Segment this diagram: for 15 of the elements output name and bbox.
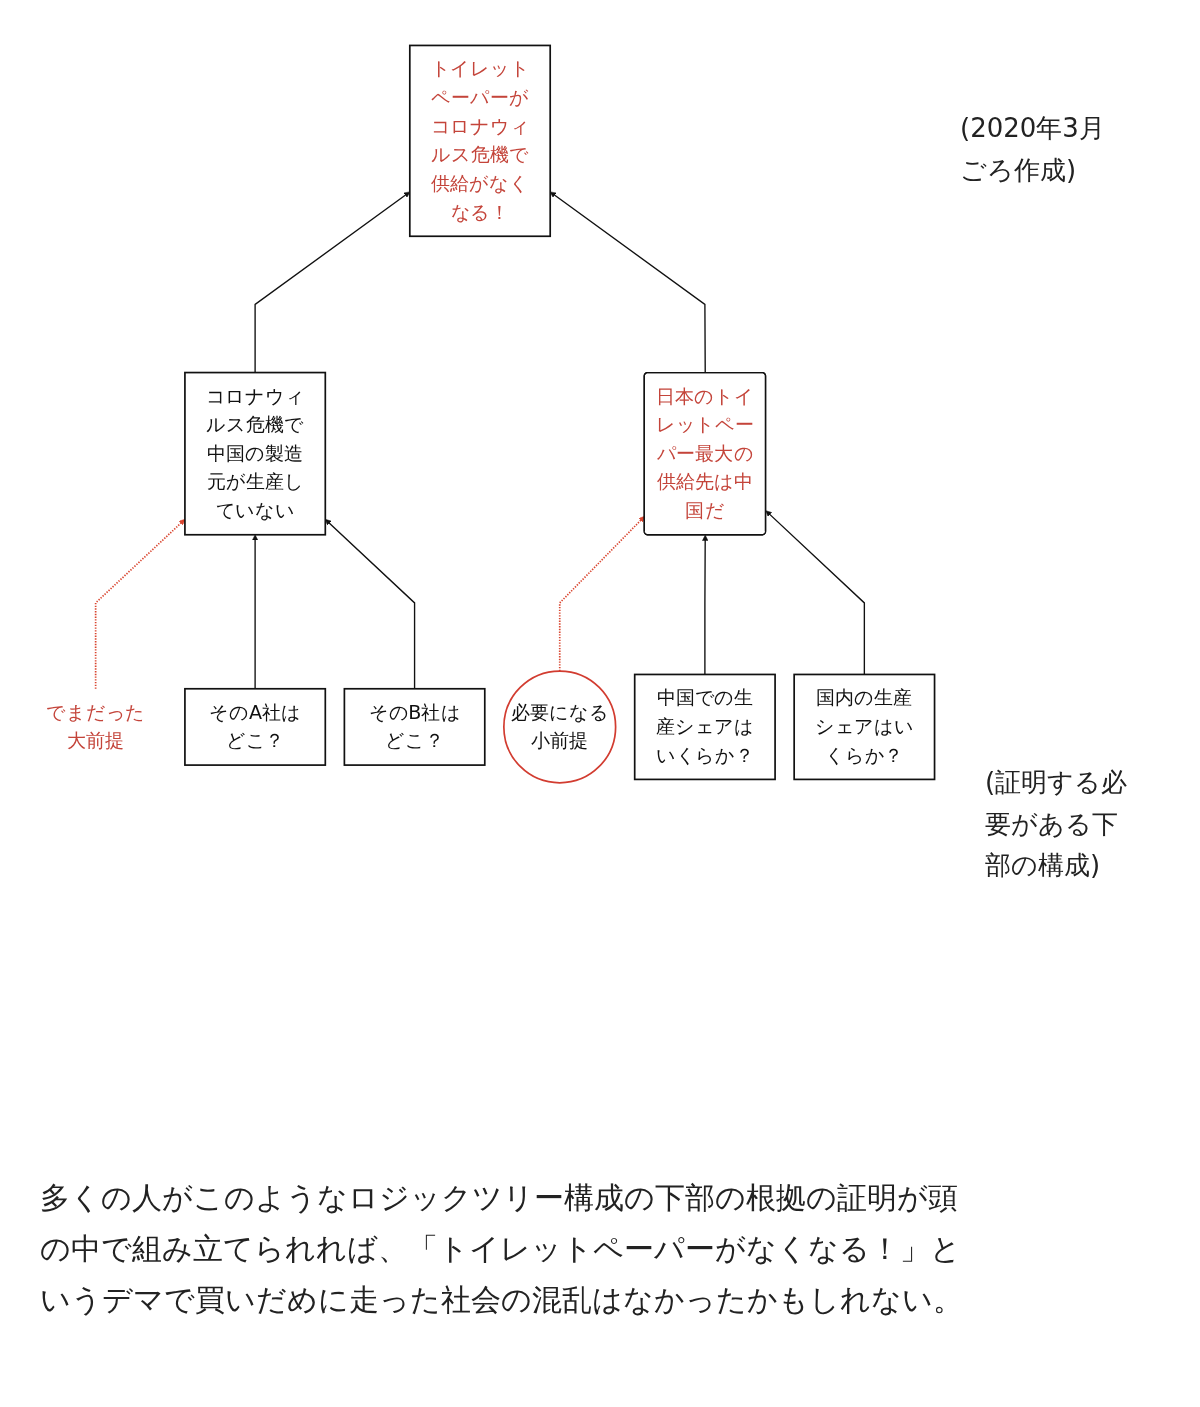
arrow: [702, 534, 709, 676]
arrow: [325, 519, 416, 690]
node-box: コロナウィルス危機で中国の製造元が生産していない: [184, 371, 327, 536]
node-text: でまだった大前提: [46, 701, 146, 753]
note-text: (証明する必要がある下部の構成): [985, 766, 1129, 883]
arrow: [252, 534, 259, 690]
node-circle: 必要になる小前提: [503, 670, 617, 784]
node-box: そのB社はどこ？: [343, 687, 486, 766]
caption-text: 多くの人がこのようなロジックツリー構成の下部の根拠の証明が頭の中で組み立てられれば、「トイレットペーパーがなくなる！」というデマで買いだめに走った社会の混乱はなかったかもしれない。: [40, 1179, 964, 1319]
node-box: 中国での生産シェアはいくらか？: [633, 673, 776, 781]
node-box: 国内の生産シェアはいくらか？: [793, 673, 936, 781]
arrow: [765, 510, 866, 676]
node-box: そのA社はどこ？: [184, 687, 327, 766]
note-text: (2020年3月ごろ作成): [960, 112, 1106, 187]
node-box: トイレットペーパーがコロナウィルス危機で供給がなくなる！: [408, 44, 552, 238]
